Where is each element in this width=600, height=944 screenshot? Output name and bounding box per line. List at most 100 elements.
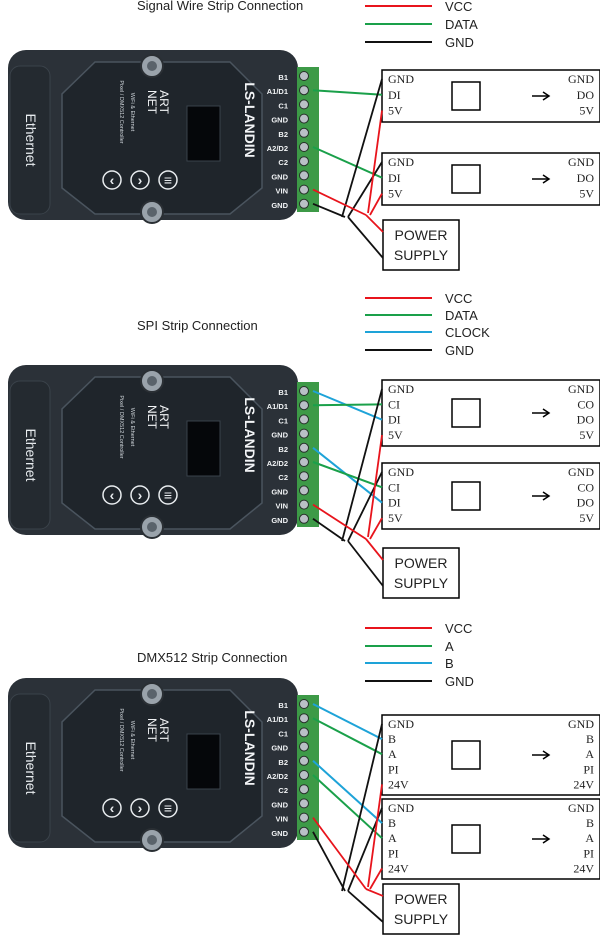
terminal-screw-icon <box>299 71 309 81</box>
logo-bottom: NET <box>145 90 159 115</box>
wire-gnd <box>347 471 383 542</box>
terminal-screw-icon <box>299 755 309 766</box>
strip-box <box>381 462 600 530</box>
strip-output-pin: PI <box>583 846 594 860</box>
pin-label: C1 <box>278 729 288 738</box>
wire-vcc <box>367 434 383 538</box>
pin-label: A2/D2 <box>267 772 288 781</box>
menu-button-icon <box>158 170 178 190</box>
wire-gnd <box>312 518 346 542</box>
strip-output-pin: 5V <box>579 428 594 442</box>
terminal-screw-icon <box>299 826 309 837</box>
arrowhead-icon <box>542 750 551 760</box>
wire-gnd <box>347 890 384 923</box>
controller-face <box>61 689 263 843</box>
pin-label: B1 <box>278 73 288 82</box>
terminal-screw-icon <box>299 770 309 780</box>
strip-output-pin: A <box>585 831 594 845</box>
screw-head-icon <box>147 207 157 217</box>
terminal-screw-icon <box>299 400 309 411</box>
section-title: SPI Strip Connection <box>137 318 258 333</box>
supply-label: SUPPLY <box>394 575 449 591</box>
logo-top: ART <box>157 90 171 114</box>
wire-data <box>312 146 383 179</box>
strip-input-pin: A <box>388 831 397 845</box>
screw-head-icon <box>147 376 157 386</box>
terminal-screw-icon <box>299 386 309 396</box>
subtitle-controller: Pixel / DMX512 Controller <box>118 395 124 458</box>
power-label: POWER <box>395 227 448 243</box>
brand-label: LS-LANDIN <box>242 710 258 785</box>
terminal-screw-icon <box>299 142 309 152</box>
ethernet-panel <box>9 65 51 215</box>
led-chip-icon <box>451 481 481 511</box>
power-label: POWER <box>395 555 448 571</box>
strip-output-pin: A <box>585 747 594 761</box>
strip-input-pin: CI <box>388 397 400 411</box>
terminal-screw-icon <box>299 457 309 467</box>
terminal-screw-icon <box>299 741 309 752</box>
strip-input-pin: 5V <box>388 511 403 525</box>
wire-vcc <box>312 188 367 216</box>
strip-input-pin: 24V <box>388 777 409 791</box>
terminal-screw-icon <box>299 471 309 482</box>
strip-output-pin: DO <box>577 496 595 510</box>
strip-input-pin: B <box>388 816 396 830</box>
arrowhead-icon <box>542 91 551 101</box>
pin-label: C2 <box>278 473 288 482</box>
strip-input-pin: GND <box>388 72 414 86</box>
legend-label: B <box>445 656 454 671</box>
legend-label: VCC <box>445 291 472 306</box>
strip-input-pin: GND <box>388 717 414 731</box>
wire-vcc <box>312 503 367 540</box>
section-title: DMX512 Strip Connection <box>137 650 287 665</box>
terminal-screw-icon <box>299 727 309 738</box>
power-supply-box <box>382 219 460 271</box>
pin-label: B2 <box>278 445 288 454</box>
strip-input-pin: 5V <box>388 104 403 118</box>
wire-vcc <box>367 110 383 214</box>
ethernet-panel <box>9 380 51 530</box>
pin-label: GND <box>271 116 288 125</box>
strip-output-pin: B <box>586 816 594 830</box>
button-glyph-icon: › <box>138 800 143 816</box>
section-title: Signal Wire Strip Connection <box>137 0 303 13</box>
wire-data <box>312 403 383 407</box>
legend-label: GND <box>445 343 474 358</box>
arrowhead-icon <box>542 408 551 418</box>
controller-face <box>61 376 263 530</box>
legend-label: GND <box>445 674 474 689</box>
led-chip-icon <box>451 164 481 194</box>
wire-data <box>312 461 383 489</box>
legend-label: DATA <box>445 17 478 32</box>
legend-label: GND <box>445 35 474 50</box>
wire-vcc <box>312 817 367 890</box>
pin-label: C2 <box>278 158 288 167</box>
led-chip-icon <box>451 398 481 428</box>
section-2: DMX512 Strip ConnectionVCCABGNDEthernet‹… <box>8 621 600 935</box>
pin-label: GND <box>271 172 288 181</box>
strip-box <box>381 714 600 796</box>
pin-label: VIN <box>275 187 288 196</box>
wire-vcc <box>369 193 383 216</box>
strip-output-pin: 5V <box>579 511 594 525</box>
terminal-screw-icon <box>299 184 309 195</box>
pin-label: GND <box>271 201 288 210</box>
pin-label: B2 <box>278 130 288 139</box>
pin-label: C1 <box>278 416 288 425</box>
legend-label: CLOCK <box>445 325 490 340</box>
screw-head-icon <box>147 835 157 845</box>
oled-display <box>186 105 221 162</box>
arrowhead-icon <box>542 491 551 501</box>
ethernet-panel <box>9 693 51 843</box>
pin-label: B2 <box>278 758 288 767</box>
strip-input-pin: B <box>388 732 396 746</box>
strip-input-pin: A <box>388 747 397 761</box>
terminal-screw-icon <box>299 442 309 453</box>
terminal-screw-icon <box>299 428 309 439</box>
wire-gnd <box>347 540 384 587</box>
terminal-screw-icon <box>299 499 309 510</box>
strip-output-pin: 5V <box>579 187 594 201</box>
strip-output-pin: 24V <box>573 861 594 875</box>
wire-gnd <box>312 831 346 892</box>
